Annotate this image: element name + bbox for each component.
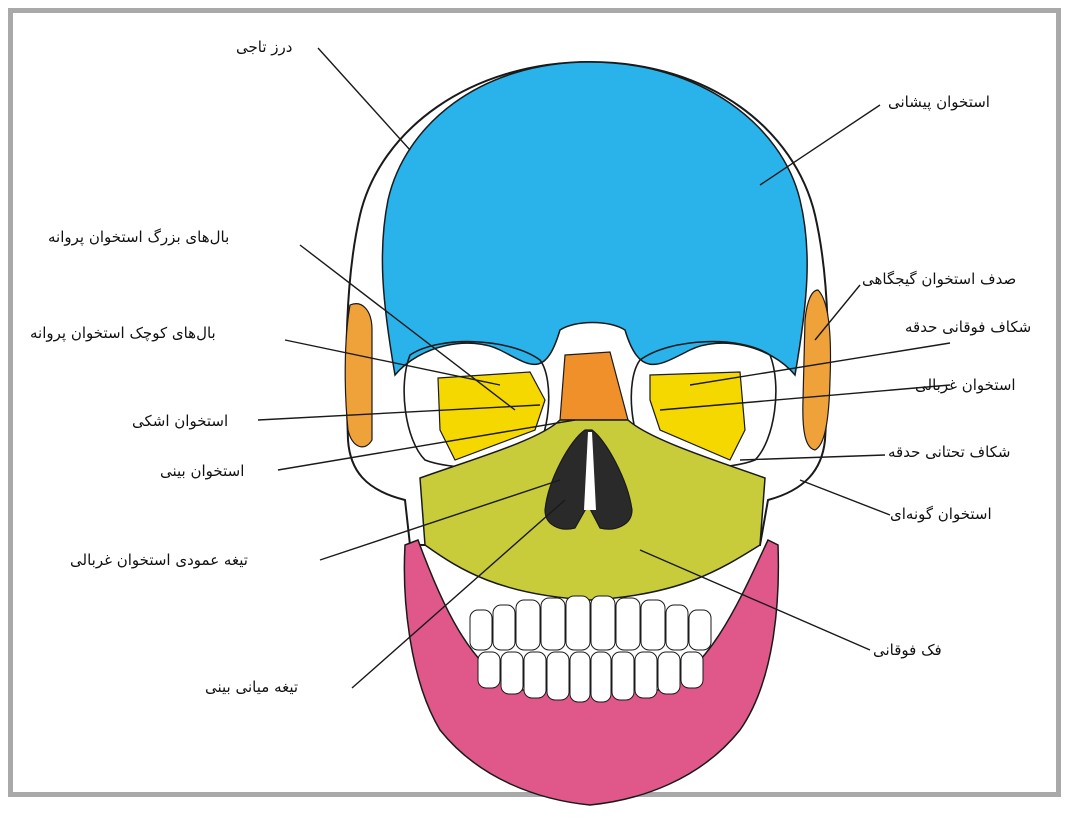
temporal-bone-right bbox=[803, 290, 831, 450]
label-lesser-wings-sphenoid: بال‌های کوچک استخوان پروانه bbox=[30, 324, 216, 342]
label-inferior-orbital-fissure: شکاف تحتانی حدقه bbox=[888, 443, 1011, 461]
label-perpendicular-plate-ethmoid: تیغه عمودی استخوان غربالی bbox=[70, 551, 248, 569]
temporal-bone-left bbox=[345, 304, 372, 447]
label-greater-wings-sphenoid: بال‌های بزرگ استخوان پروانه bbox=[48, 228, 229, 246]
label-coronal-suture: درز تاجی bbox=[236, 38, 292, 56]
label-lacrimal-bone: استخوان اشکی bbox=[132, 412, 228, 430]
label-superior-orbital-fissure: شکاف فوقانی حدقه bbox=[905, 318, 1031, 336]
label-maxilla: فک فوقانی bbox=[873, 641, 942, 659]
teeth-upper bbox=[470, 596, 711, 650]
label-ethmoid-bone: استخوان غربالی bbox=[915, 376, 1016, 394]
label-nasal-septum: تیغه میانی بینی bbox=[205, 678, 298, 696]
label-nasal-bone: استخوان بینی bbox=[160, 462, 244, 480]
label-zygomatic-bone: استخوان گونه‌ای bbox=[890, 505, 992, 523]
label-frontal-bone: استخوان پیشانی bbox=[888, 93, 990, 111]
label-temporal-squama: صدف استخوان گیجگاهی bbox=[862, 270, 1016, 288]
